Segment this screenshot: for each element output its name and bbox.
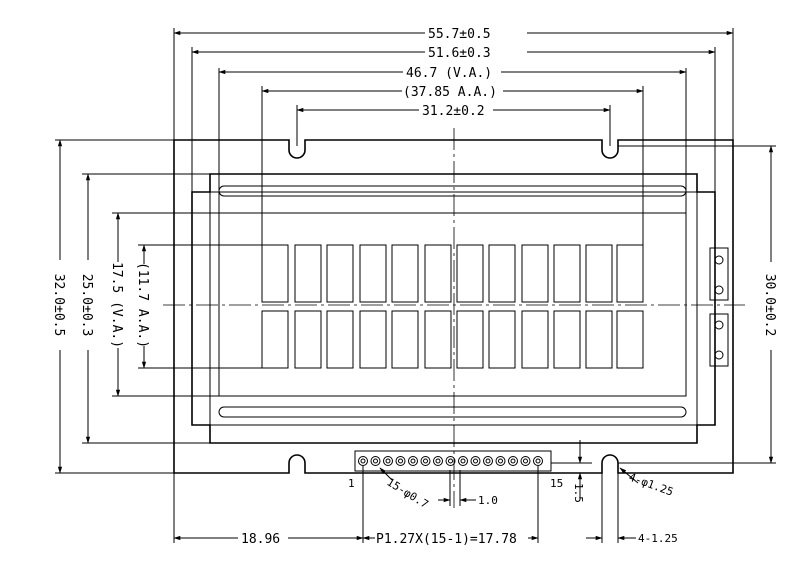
viewing-area-width-label: 46.7 (V.A.): [406, 66, 492, 81]
outline-height-label: 32.0±0.5: [51, 274, 66, 337]
pin-offset-label: 18.96: [241, 532, 280, 547]
mount-hole-dia-label: 4-φ1.25: [627, 471, 675, 499]
character-cells: [261, 244, 644, 369]
edge-offset-label: 1.5: [572, 483, 585, 503]
viewing-area-height-label: 17.5 (V.A.): [109, 262, 124, 348]
mount-hole-offset-label: 4-1.25: [638, 532, 678, 545]
pin-hole-dia-label: 15-φ0.7: [384, 476, 430, 512]
frame-height-label: 25.0±0.3: [79, 274, 94, 337]
center-lines: [163, 128, 745, 508]
pin-header: 1 15: [348, 450, 563, 490]
top-dimensions: 55.7±0.5 51.6±0.3 46.7 (V.A.) (37.85 A.A…: [173, 27, 734, 245]
module-outline: [173, 139, 734, 474]
pin-pitch-label: P1.27X(15-1)=17.78: [376, 532, 517, 547]
cell-row-2: [261, 310, 644, 369]
right-dimensions: 30.0±0.2: [618, 145, 777, 464]
pad-width-label: 1.0: [478, 494, 498, 507]
active-area-width-label: (37.85 A.A.): [403, 85, 497, 100]
left-dimensions: 32.0±0.5 25.0±0.3 17.5 (V.A.) (11.7 A.A.…: [51, 139, 262, 474]
frame-width-label: 51.6±0.3: [428, 46, 491, 61]
outline-width-label: 55.7±0.5: [428, 27, 491, 42]
pin-label-last: 15: [550, 477, 563, 490]
pin-holes: [358, 456, 543, 466]
pin-label-first: 1: [348, 477, 355, 490]
cell-row-1: [261, 244, 644, 303]
hole-spacing-height-label: 30.0±0.2: [762, 274, 777, 337]
mount-hole-spacing-label: 31.2±0.2: [422, 104, 485, 119]
active-area-height-label: (11.7 A.A.): [135, 262, 150, 348]
